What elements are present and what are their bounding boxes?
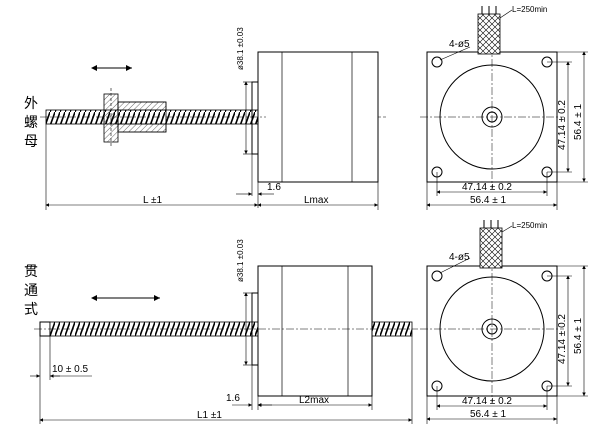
length-dim-L1: L1 ±1	[197, 410, 222, 421]
through-type-side-view: 贯 通 式 ø38.1 ±0.03 10 ± 0.5 1.6	[24, 239, 418, 424]
boss-height-dim-top: 1.6	[267, 182, 281, 193]
hole-spacing-h-dim-bottom: 47.14 ± 0.2	[462, 396, 512, 407]
flange-h-dim-bottom: 56.4 ± 1	[470, 409, 507, 420]
external-nut-side-view: 外 螺 母 ø38.1 ±0.03	[24, 27, 388, 210]
through-type-label-3: 式	[24, 302, 38, 318]
motor-body-top	[251, 51, 388, 183]
length-dim-L: L ±1	[143, 195, 162, 206]
through-type-front-view: L=250min 4-ø5 47.14 ± 0.2 56.4 ± 1 47.14…	[420, 220, 588, 424]
hole-spacing-v-dim-top: 47.14 ± 0.2	[557, 100, 568, 150]
external-nut-label-1: 外	[24, 96, 38, 112]
end-length-dim: 10 ± 0.5	[52, 364, 89, 375]
flange-h-dim-top: 56.4 ± 1	[470, 195, 507, 206]
shaft-diameter-dim-top: ø38.1 ±0.03	[236, 27, 245, 70]
lead-length-dim-top: L=250min	[512, 5, 547, 14]
length-dim-Lmax: Lmax	[304, 195, 328, 206]
motor-body-bottom	[251, 265, 373, 397]
lead-wires-bottom	[479, 227, 503, 269]
boss-height-dim-bottom: 1.6	[226, 393, 240, 404]
through-type-label-1: 贯	[24, 264, 38, 280]
hole-pattern-dim-bottom: 4-ø5	[449, 252, 470, 263]
shaft-diameter-dim-bottom: ø38.1 ±0.03	[236, 239, 245, 282]
external-nut-front-view: L=250min 4-ø5 47.14 ± 0.2 56.4 ± 1 47.14…	[420, 5, 588, 210]
flange-v-dim-bottom: 56.4 ± 1	[573, 317, 584, 354]
length-dim-L2max: L2max	[299, 395, 329, 406]
external-nut	[103, 88, 167, 148]
hole-spacing-v-dim-bottom: 47.14 ± 0.2	[557, 314, 568, 364]
lead-wires-top	[477, 13, 501, 55]
flange-v-dim-top: 56.4 ± 1	[573, 103, 584, 140]
through-type-label-2: 通	[24, 283, 38, 299]
hole-pattern-dim-top: 4-ø5	[449, 39, 470, 50]
lead-length-dim-bottom: L=250min	[512, 221, 547, 230]
hole-spacing-h-dim-top: 47.14 ± 0.2	[462, 182, 512, 193]
external-nut-label-2: 螺	[24, 115, 38, 131]
external-nut-label-3: 母	[24, 134, 38, 150]
